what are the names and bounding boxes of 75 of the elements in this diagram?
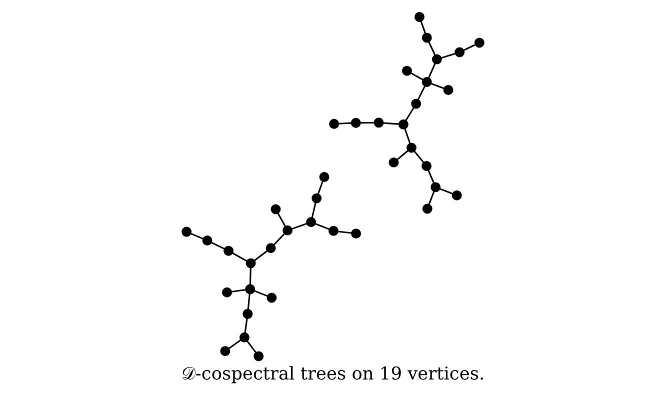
node-circle [328, 226, 338, 236]
connector [228, 339, 241, 349]
connector [404, 128, 410, 144]
connector [428, 191, 434, 205]
connector [254, 250, 268, 261]
connector [232, 252, 247, 262]
connector [410, 72, 423, 80]
connector [413, 150, 424, 163]
node-circle [238, 332, 249, 342]
node-circle [202, 236, 212, 246]
connector [440, 52, 455, 59]
node-circle [373, 118, 384, 128]
connector [272, 234, 284, 246]
connector [360, 122, 374, 124]
node-circle [410, 98, 421, 109]
node-circle [406, 142, 416, 153]
connector [404, 107, 414, 121]
connector [427, 170, 434, 184]
connector [276, 212, 286, 227]
connector [420, 21, 426, 34]
node-circle [328, 118, 339, 129]
connector [396, 150, 408, 160]
node-circle [181, 226, 192, 237]
connector [314, 223, 329, 230]
node-circle [454, 47, 464, 58]
connector [428, 42, 436, 56]
node-circle [388, 157, 398, 168]
connector [210, 242, 224, 250]
connector [310, 202, 316, 218]
connector [338, 122, 351, 124]
connector [244, 318, 248, 333]
connector [190, 232, 203, 240]
node-circle [245, 258, 256, 268]
node-circle [422, 204, 432, 214]
node-circle [270, 204, 280, 214]
connector [246, 340, 256, 353]
connector [291, 222, 307, 230]
node-circle [282, 225, 292, 236]
node-circle [220, 346, 230, 356]
node-circle [222, 287, 232, 298]
connector [382, 122, 398, 125]
node-circle [414, 12, 424, 22]
node-circle [265, 243, 276, 254]
node-circle [311, 193, 322, 204]
connector [230, 289, 246, 293]
connector [317, 180, 323, 194]
node-circle [398, 119, 408, 130]
node-circle [244, 284, 255, 294]
node-circle [350, 118, 360, 128]
connector [430, 82, 444, 90]
node-circle [223, 246, 234, 256]
node-circle [306, 217, 316, 228]
node-circle [318, 172, 329, 182]
node-circle [401, 66, 412, 76]
connector [248, 268, 251, 285]
caption: 𝒟-cospectral trees on 19 vertices. [180, 364, 484, 384]
connector [246, 294, 250, 310]
connector [428, 63, 436, 78]
connector [338, 230, 352, 234]
node-circle [431, 54, 442, 64]
connector [253, 290, 268, 297]
node-circle [253, 351, 264, 362]
node-circle [350, 228, 361, 239]
connector [462, 44, 475, 51]
node-circle [430, 182, 440, 192]
node-circle [421, 76, 432, 87]
node-circle [451, 190, 462, 200]
connector [439, 188, 452, 194]
connector [416, 86, 425, 100]
node-circle [421, 32, 432, 43]
node-circle [421, 160, 431, 171]
node-circle [474, 38, 484, 48]
node-circle [242, 308, 252, 319]
node-circle [266, 292, 276, 303]
node-circle [442, 85, 453, 95]
